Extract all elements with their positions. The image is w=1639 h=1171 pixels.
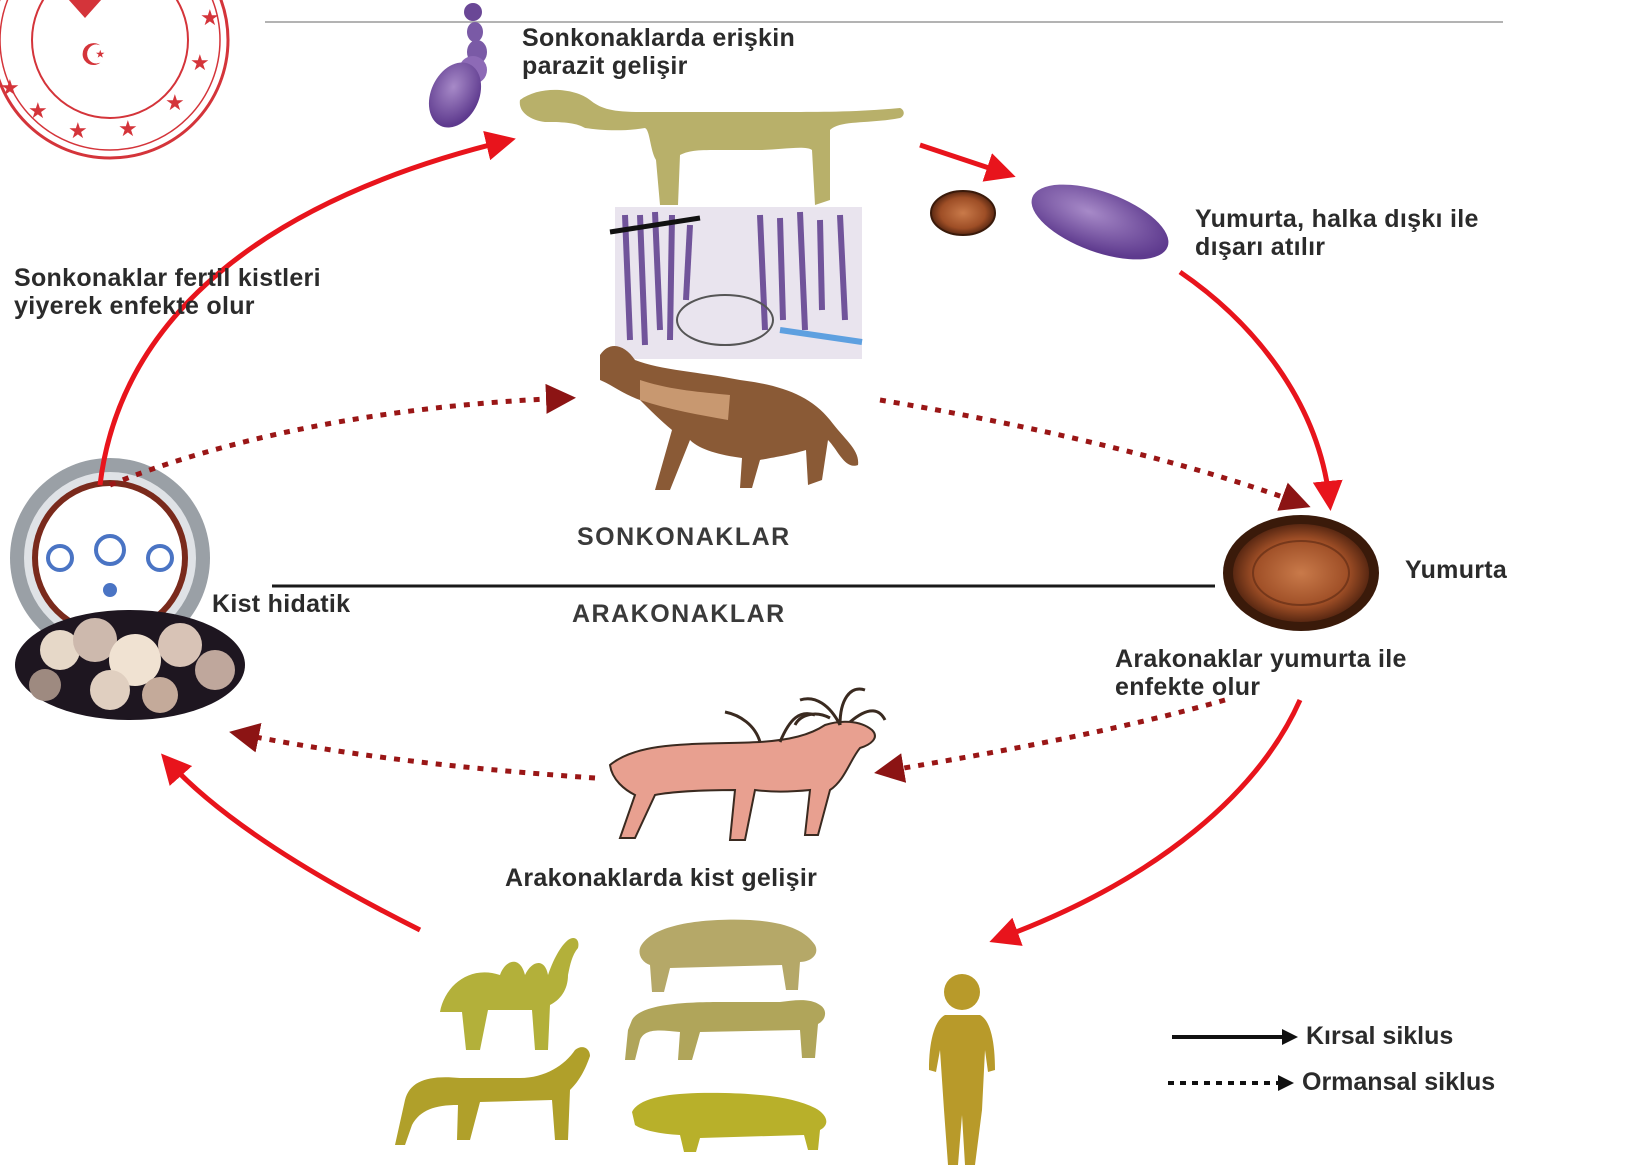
egg-icon [1223,515,1379,631]
legend-rural: Kırsal siklus [1300,1022,1453,1051]
svg-text:★: ★ [28,99,48,124]
label-intermediate-infected-line2: enfekte olur [1115,673,1407,701]
label-intermediate-cyst: Arakonaklarda kist gelişir [505,864,817,892]
cow-icon [625,1000,825,1060]
arrow-deer-to-cyst [235,733,595,778]
adult-worm-icon [419,3,491,136]
wolf-icon [600,346,858,490]
label-intermediate-infected-line1: Arakonaklar yumurta ile [1115,645,1407,673]
pig-icon [632,1093,826,1152]
label-egg-excreted: Yumurta, halka dışkı ile dışarı atılır [1195,205,1479,261]
label-egg-excreted-line1: Yumurta, halka dışkı ile [1195,205,1479,233]
arrow-cyst-to-wolf [110,398,570,485]
svg-text:★: ★ [190,51,210,76]
label-egg: Yumurta [1405,556,1507,584]
label-egg-excreted-line2: dışarı atılır [1195,233,1479,261]
deer-icon [610,689,885,840]
svg-text:★: ★ [0,76,20,101]
sheep-icon [639,920,816,992]
svg-text:★: ★ [165,91,185,116]
legend-dotted-symbol [1168,1075,1294,1091]
label-definitive-adult-line2: parazit gelişir [522,52,795,80]
svg-text:★: ★ [118,117,138,142]
intestine-micrograph-icon [610,207,862,359]
proglottid-icon [1022,169,1178,275]
human-icon [929,974,995,1165]
egg-small-icon [931,191,995,235]
arrow-livestock-to-cyst [165,758,420,930]
label-hydatid-cyst: Kist hidatik [212,590,350,618]
label-definitive-adult-line1: Sonkonaklarda erişkin [522,24,795,52]
dog-icon [520,90,904,205]
arrow-proglottid-to-egg [1180,272,1330,505]
svg-text:☪: ☪ [80,38,107,73]
legend-sylvatic: Ormansal siklus [1296,1068,1495,1097]
label-intermediate-infected: Arakonaklar yumurta ile enfekte olur [1115,645,1407,701]
ministry-seal-icon: ☪ ★ ★ ★ ★ ★ ★ ★ [0,0,228,158]
label-definitive-infected: Sonkonaklar fertil kistleri yiyerek enfe… [14,264,321,320]
legend-rural-label: Kırsal siklus [1306,1022,1453,1051]
svg-text:★: ★ [200,6,220,31]
legend-sylvatic-label: Ormansal siklus [1302,1068,1495,1097]
arrow-wolf-to-egg [880,400,1305,505]
arrow-dog-to-egg [920,145,1010,175]
svg-text:★: ★ [68,119,88,144]
label-definitive-infected-line2: yiyerek enfekte olur [14,292,321,320]
horse-icon [395,1047,590,1145]
label-intermediate-hosts: ARAKONAKLAR [572,600,786,629]
legend-solid-symbol [1172,1029,1298,1045]
label-definitive-hosts: SONKONAKLAR [577,523,791,552]
camel-icon [440,938,578,1050]
arrow-egg-to-livestock [995,700,1300,940]
arrow-egg-to-deer [880,700,1225,772]
label-definitive-adult: Sonkonaklarda erişkin parazit gelişir [522,24,795,80]
cyst-icon [15,610,245,720]
label-definitive-infected-line1: Sonkonaklar fertil kistleri [14,264,321,292]
